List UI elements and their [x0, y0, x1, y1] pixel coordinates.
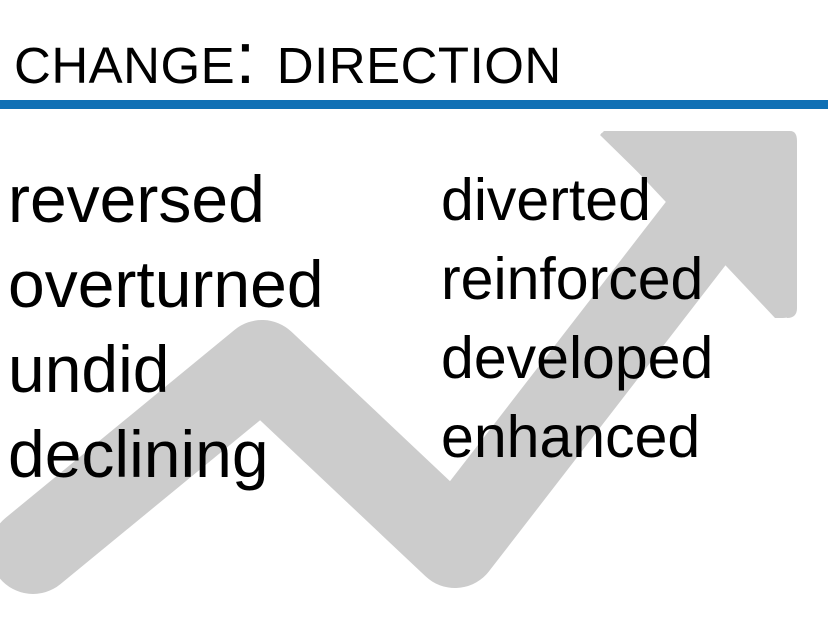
- word-item: reversed: [8, 162, 265, 236]
- word-item: undid: [8, 332, 170, 406]
- title-underline-rule: [0, 100, 828, 109]
- slide-header: Change: Direction: [0, 0, 828, 110]
- word-item: enhanced: [441, 404, 701, 470]
- word-item: declining: [8, 417, 269, 491]
- page-title: Change: Direction: [14, 18, 562, 99]
- word-column-left: reversed overturned undid declining: [8, 110, 428, 497]
- word-item: developed: [441, 325, 714, 391]
- word-item: overturned: [8, 247, 324, 321]
- word-item: reinforced: [441, 246, 704, 312]
- word-column-right: diverted reinforced developed enhanced: [441, 110, 828, 477]
- word-columns: reversed overturned undid declining dive…: [0, 110, 828, 621]
- word-item: diverted: [441, 167, 651, 233]
